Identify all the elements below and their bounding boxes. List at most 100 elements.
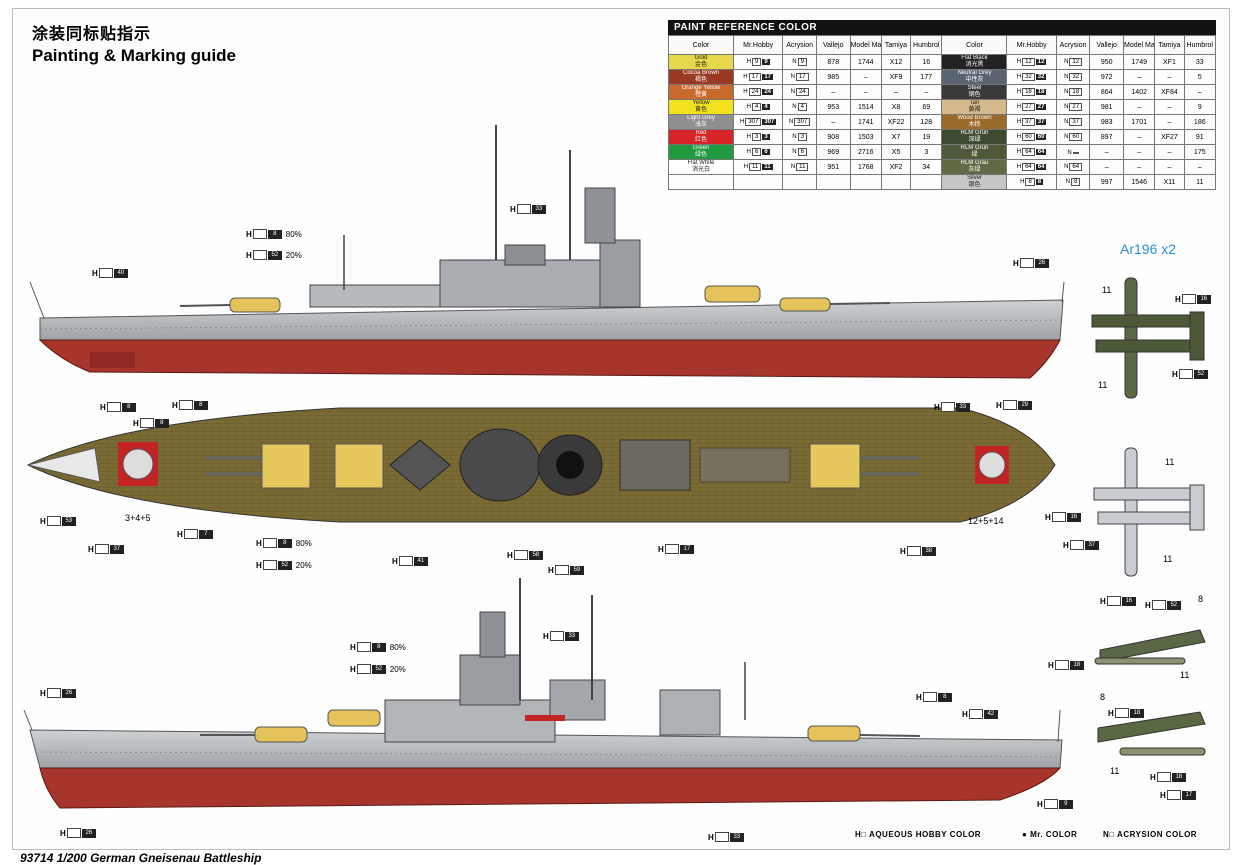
aircraft-bottom-view	[1093, 447, 1205, 577]
ar-decal-8-b: 8	[1100, 692, 1106, 702]
aircraft-title: Ar196 x2	[1120, 241, 1177, 257]
aircraft-top-view	[1091, 277, 1205, 399]
paint-table-header: Color	[668, 35, 734, 55]
paint-mm: –	[1123, 99, 1156, 115]
paint-table-header: Humbrol	[910, 35, 943, 55]
title-english: Painting & Marking guide	[32, 46, 237, 65]
paint-table-header: Model Master	[1123, 35, 1156, 55]
ar-decal-11-c: 11	[1165, 457, 1175, 467]
ar-decal-11-e: 11	[1180, 670, 1190, 680]
paint-humbrol: 11	[1183, 174, 1217, 190]
paint-table-header: Acrysion	[1055, 35, 1091, 55]
legend-aqueous: H□ AQUEOUS HOBBY COLOR	[855, 830, 982, 839]
paint-tamiya: X11	[1154, 174, 1185, 190]
paint-table-header: Tamiya	[880, 35, 912, 55]
ar-decal-11-f: 11	[1110, 766, 1120, 776]
paint-table-header: Vallejo	[1089, 35, 1125, 55]
aircraft-side-view-b	[1097, 711, 1206, 756]
kit-caption: 93714 1/200 German Gneisenau Battleship	[20, 851, 262, 865]
side-view-starboard	[29, 125, 1065, 379]
ar-decal-11-a: 11	[1102, 285, 1112, 295]
side-view-port	[23, 578, 1063, 809]
paint-table-header: Mr.Hobby	[732, 35, 784, 55]
legend-acrysion: N□ ACRYSION COLOR	[1103, 830, 1198, 839]
paint-table-heading: PAINT REFERENCE COLOR	[668, 20, 1216, 35]
legend-mr-color: ● Mr. COLOR	[1022, 830, 1078, 839]
deck-decal-numbers-stern: 12+5+14	[968, 516, 1004, 526]
ar-decal-11-d: 11	[1163, 554, 1173, 564]
deck-view-top	[26, 407, 1056, 523]
ar-decal-11-b: 11	[1098, 380, 1108, 390]
paint-table-header: Model Master	[849, 35, 882, 55]
deck-decal-numbers-bow: 3+4+5	[125, 513, 151, 523]
aircraft-side-view-a	[1094, 629, 1206, 665]
paint-mm: 1701	[1123, 114, 1156, 130]
paint-mm: 1546	[1123, 174, 1156, 190]
paint-mm: 1744	[849, 54, 882, 70]
paint-table-header: Vallejo	[815, 35, 851, 55]
